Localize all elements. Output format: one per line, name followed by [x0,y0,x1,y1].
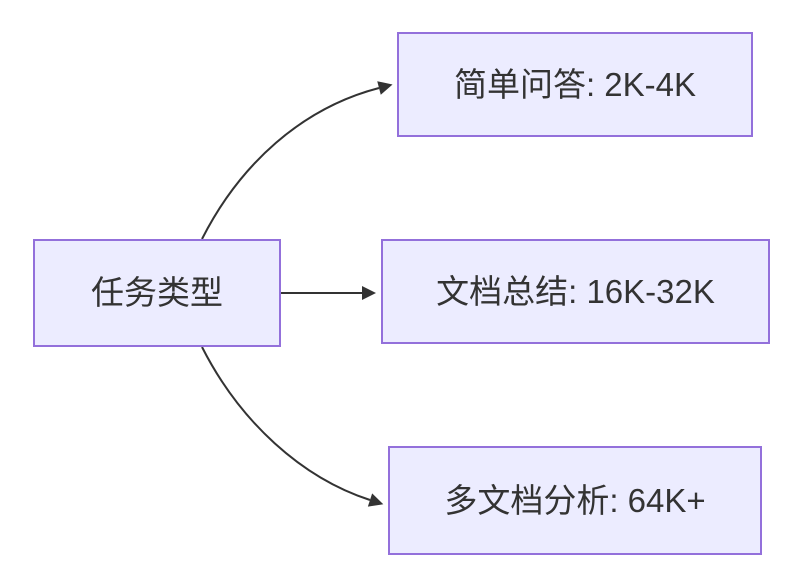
node-multi-doc-analysis-label: 多文档分析: 64K+ [444,481,706,519]
edge-root-to-bottom [201,346,384,507]
node-doc-summary-label: 文档总结: 16K-32K [436,272,715,310]
node-simple-qa: 简单问答: 2K-4K [397,32,753,137]
edge-root-to-top [201,81,393,240]
node-task-type-label: 任务类型 [91,274,223,312]
node-simple-qa-label: 简单问答: 2K-4K [453,65,697,103]
node-task-type: 任务类型 [33,239,281,347]
node-multi-doc-analysis: 多文档分析: 64K+ [388,446,762,555]
node-doc-summary: 文档总结: 16K-32K [381,239,770,344]
